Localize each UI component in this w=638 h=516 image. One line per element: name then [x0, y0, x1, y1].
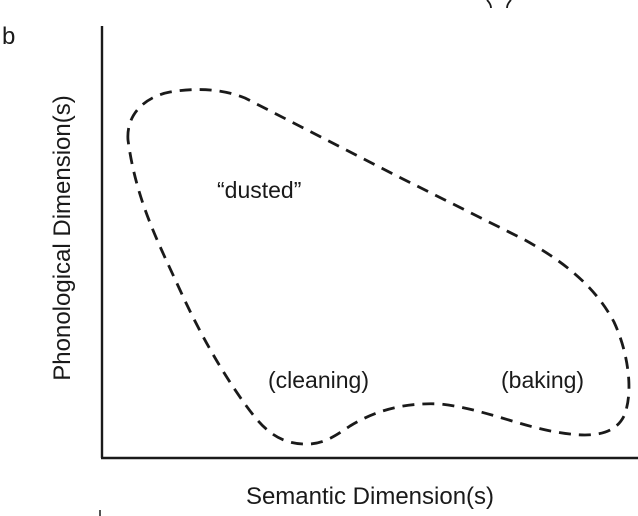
cropped-caption-fragment	[486, 0, 512, 9]
y-axis-label: Phonological Dimension(s)	[49, 95, 76, 380]
panel-label: b	[2, 23, 15, 50]
baking-sense-label: (baking)	[501, 367, 584, 393]
cleaning-sense-label: (cleaning)	[268, 367, 369, 393]
x-axis-label: Semantic Dimension(s)	[246, 483, 494, 510]
meaning-region-outline	[126, 88, 631, 446]
center-word-label: “dusted”	[217, 177, 301, 203]
